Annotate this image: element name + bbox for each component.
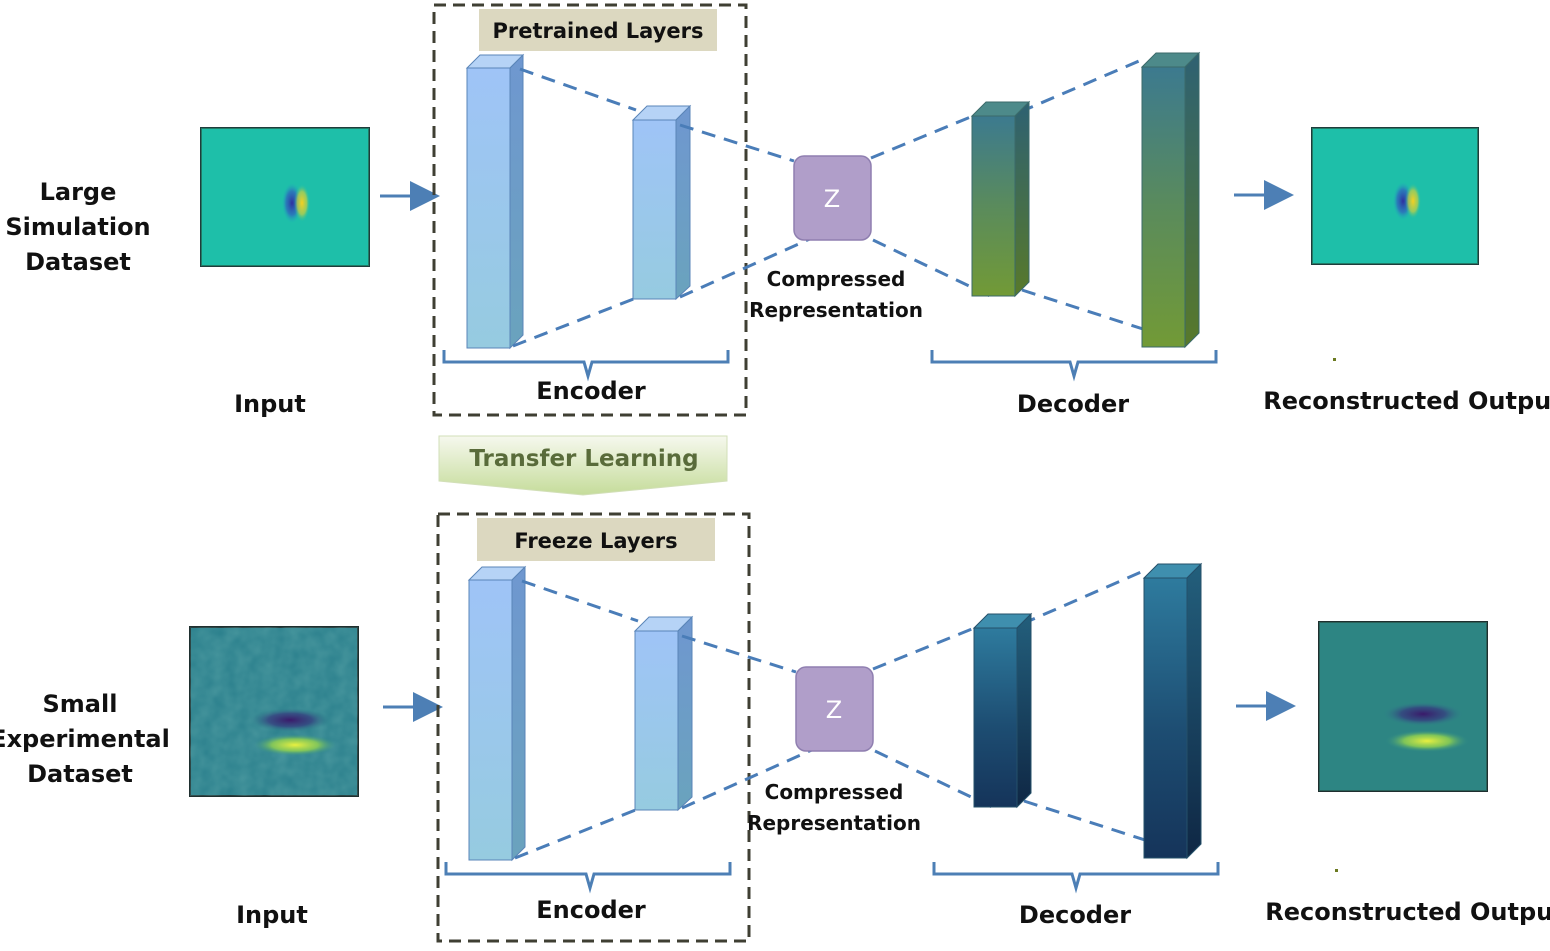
- bottom-latent-box: [795, 666, 874, 752]
- top-dataset-label-line-1: Large: [40, 178, 117, 206]
- bottom-enc-connector-b: [514, 807, 639, 860]
- bottom-dec-connector-d: [1023, 799, 1149, 843]
- top-encoder-label: Encoder: [536, 377, 646, 405]
- top-output-image: [1311, 127, 1479, 265]
- bottom-input-label: Input: [236, 901, 308, 929]
- bottom-encoder-brace: [444, 862, 732, 894]
- bottom-dataset-label-line-1: Small: [43, 690, 118, 718]
- top-dataset-label-line-3: Dataset: [25, 248, 131, 276]
- top-latent-caption-line-1: Compressed: [767, 267, 906, 291]
- top-decoder-label: Decoder: [1017, 390, 1129, 418]
- top-output-dot: [1333, 358, 1336, 361]
- top-encoder-layer-2: [631, 104, 692, 301]
- bottom-input-image: [189, 626, 359, 797]
- top-encoder-layer-1: [465, 53, 525, 350]
- bottom-latent-symbol: Z: [826, 696, 842, 724]
- top-enc-connector-d: [679, 236, 813, 299]
- bottom-decoder-label: Decoder: [1019, 901, 1131, 929]
- top-decoder-layer-2: [1140, 51, 1201, 349]
- top-latent-caption-line-2: Representation: [749, 298, 923, 322]
- bottom-decoder-layer-1: [972, 612, 1033, 809]
- transfer-learning-banner: Transfer Learning: [438, 435, 728, 496]
- bottom-output-image: [1318, 621, 1488, 792]
- top-latent-box: [793, 155, 872, 241]
- bottom-dataset-label-line-2: Experimental: [0, 725, 170, 753]
- top-decoder-brace: [930, 350, 1218, 382]
- bottom-latent-caption-line-1: Compressed: [765, 780, 904, 804]
- top-input-label: Input: [234, 390, 306, 418]
- top-decoder-layer-1: [970, 100, 1031, 298]
- top-encoder-brace: [442, 350, 730, 382]
- bottom-dec-connector-c: [1021, 567, 1149, 626]
- bottom-decoder-brace: [932, 862, 1220, 894]
- bottom-latent-caption-line-2: Representation: [747, 811, 921, 835]
- bottom-enc-connector-a: [521, 579, 639, 623]
- bottom-row: Small Experimental Dataset Input Freeze …: [0, 512, 1550, 943]
- top-dec-connector-c: [1019, 56, 1147, 114]
- transfer-learning-label: Transfer Learning: [469, 446, 698, 472]
- bottom-output-label: Reconstructed Output: [1265, 898, 1550, 926]
- top-dataset-label-line-2: Simulation: [5, 213, 150, 241]
- bottom-dataset-label-line-3: Dataset: [27, 760, 133, 788]
- top-encoder-frame: [432, 3, 748, 417]
- top-enc-connector-b: [512, 296, 637, 348]
- top-dec-connector-d: [1021, 288, 1147, 332]
- bottom-encoder-frame: [436, 512, 751, 943]
- bottom-decoder-layer-2: [1142, 562, 1203, 860]
- bottom-encoder-layer-1: [467, 565, 527, 862]
- bottom-box-header: [477, 518, 715, 561]
- bottom-enc-connector-d: [681, 747, 815, 810]
- top-enc-connector-a: [519, 67, 637, 112]
- top-box-header-label: Pretrained Layers: [493, 19, 704, 43]
- bottom-box-header-label: Freeze Layers: [514, 529, 677, 553]
- top-row: Large Simulation Dataset Input Pretraine…: [5, 3, 1550, 418]
- top-enc-connector-c: [679, 123, 795, 163]
- top-output-label: Reconstructed Output: [1263, 387, 1550, 415]
- bottom-enc-connector-c: [681, 634, 797, 674]
- top-box-header: [479, 9, 717, 51]
- bottom-output-dot: [1335, 869, 1338, 872]
- bottom-encoder-label: Encoder: [536, 896, 646, 924]
- bottom-encoder-layer-2: [633, 615, 694, 812]
- top-latent-symbol: Z: [824, 185, 840, 213]
- top-input-image: [200, 127, 370, 267]
